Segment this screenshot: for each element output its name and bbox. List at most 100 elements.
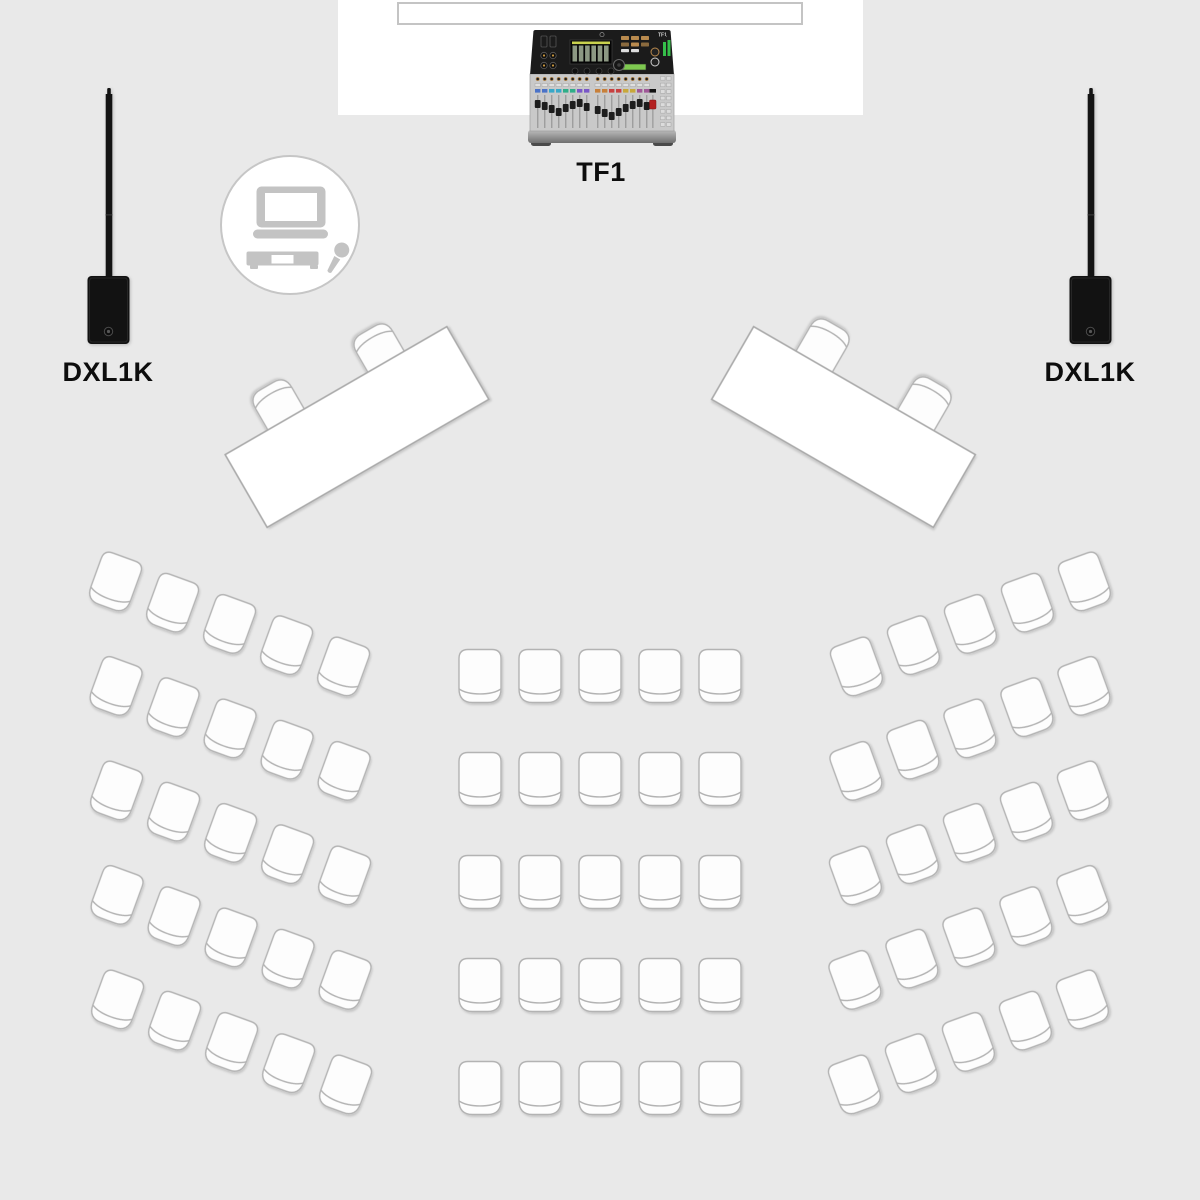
audience-chair-left (87, 862, 146, 929)
table-right (710, 325, 977, 529)
audience-chair-right (884, 612, 944, 679)
audience-chair-center (638, 854, 682, 910)
mixer-scene-button (660, 102, 666, 107)
audience-chair-left (199, 591, 259, 658)
audience-chair-left (315, 947, 374, 1014)
audience-chair-left (142, 570, 202, 637)
audience-chair-left (85, 549, 145, 615)
audience-chair-left (200, 800, 260, 867)
audience-chair-right (1055, 549, 1115, 615)
audience-chair-center (518, 854, 562, 910)
audience-chair-right (997, 779, 1057, 846)
mixer-channel-strip (629, 77, 636, 128)
audience-chair-right (826, 843, 886, 909)
audience-chair-center (638, 648, 682, 704)
mixer-channel-strip (643, 77, 650, 128)
audience-chair-right (998, 570, 1058, 637)
media-player-icon (246, 251, 319, 269)
speaker-label-left: DXL1K (62, 357, 154, 387)
audience-chair-right (940, 905, 999, 971)
audience-chair-left (314, 843, 374, 909)
audience-chair-left (144, 988, 204, 1055)
mixer-channel-strip (541, 77, 548, 128)
audience-chair-right (997, 883, 1056, 950)
audience-chair-left (86, 653, 145, 720)
audience-chair-center (458, 751, 502, 807)
audience-chair-right (883, 926, 942, 993)
audience-chair-right (827, 738, 886, 805)
audience-chair-center (458, 1060, 502, 1116)
audience-chair-right (825, 1052, 885, 1118)
mixer-scene-button (660, 89, 666, 94)
mixer-master-fader (649, 89, 657, 128)
audience-chair-left (86, 758, 146, 824)
audience-chair-right (941, 591, 1001, 658)
audience-chair-right (1055, 653, 1114, 720)
audience-chair-center (578, 751, 622, 807)
audience-chair-right (1054, 862, 1113, 929)
audience-chair-center (578, 854, 622, 910)
mixer-base (528, 130, 676, 143)
audience-chair-left (201, 1009, 261, 1076)
audience-chair-center (518, 751, 562, 807)
mixer-scene-button (666, 76, 672, 81)
mixer-scene-button (666, 122, 672, 127)
mixer-channel-strip (576, 77, 583, 128)
audience-chair-center (698, 854, 742, 910)
speaker-subwoofer (87, 276, 130, 344)
audience-chair-right (882, 1030, 942, 1097)
audience-chair-right (827, 634, 887, 700)
audience-chair-center (578, 648, 622, 704)
audience-chair-left (200, 696, 259, 762)
mixer-scene-button (666, 102, 672, 107)
source-devices-circle (220, 155, 360, 295)
mixer-channel-strip (615, 77, 622, 128)
audience-chair-center (518, 1060, 562, 1116)
audience-chair-center (458, 957, 502, 1013)
audience-chair-center (638, 1060, 682, 1116)
audience-chair-right (998, 674, 1057, 741)
audience-chair-center (458, 854, 502, 910)
audience-chair-center (458, 648, 502, 704)
speaker-column (105, 94, 113, 280)
audience-chair-right (826, 947, 885, 1014)
mixer-label: TF1 (576, 157, 626, 187)
audience-chair-left (256, 612, 316, 679)
audience-chair-center (578, 1060, 622, 1116)
audience-chair-left (258, 1030, 318, 1097)
mixer-channel-strip (548, 77, 555, 128)
audience-chair-left (314, 738, 373, 805)
audience-chair-left (143, 779, 203, 846)
mixer-scene-button (660, 76, 666, 81)
microphone-icon (327, 242, 350, 273)
audience-chair-right (939, 1009, 999, 1076)
audience-chair-center (698, 648, 742, 704)
mixer-channel-strip (534, 77, 541, 128)
mixer-scene-button (666, 89, 672, 94)
audience-chair-center (698, 751, 742, 807)
audience-chair-right (1053, 967, 1113, 1033)
audience-chair-center (518, 648, 562, 704)
mixer-user-knobs (571, 67, 615, 75)
audience-chair-left (257, 717, 316, 784)
mixer-channel-strip (583, 77, 590, 128)
mixer-channel-strip (608, 77, 615, 128)
audience-chair-right (996, 988, 1056, 1055)
column-speaker-left (87, 88, 130, 344)
mixer-scene-buttons (660, 76, 672, 127)
yamaha-logo (599, 32, 605, 38)
audience-chair-center (638, 751, 682, 807)
mixer-scene-button (660, 109, 666, 114)
audience-chair-left (257, 821, 317, 888)
speaker-subwoofer (1069, 276, 1112, 344)
speaker-column (1087, 94, 1095, 280)
audience-chair-center (698, 1060, 742, 1116)
audience-chair-right (884, 717, 943, 784)
mixer-scene-button (666, 109, 672, 114)
laptop-icon (253, 186, 328, 239)
mixer-scene-button (666, 96, 672, 101)
audience-chair-left (144, 883, 203, 950)
mixer-channel-strip (594, 77, 601, 128)
